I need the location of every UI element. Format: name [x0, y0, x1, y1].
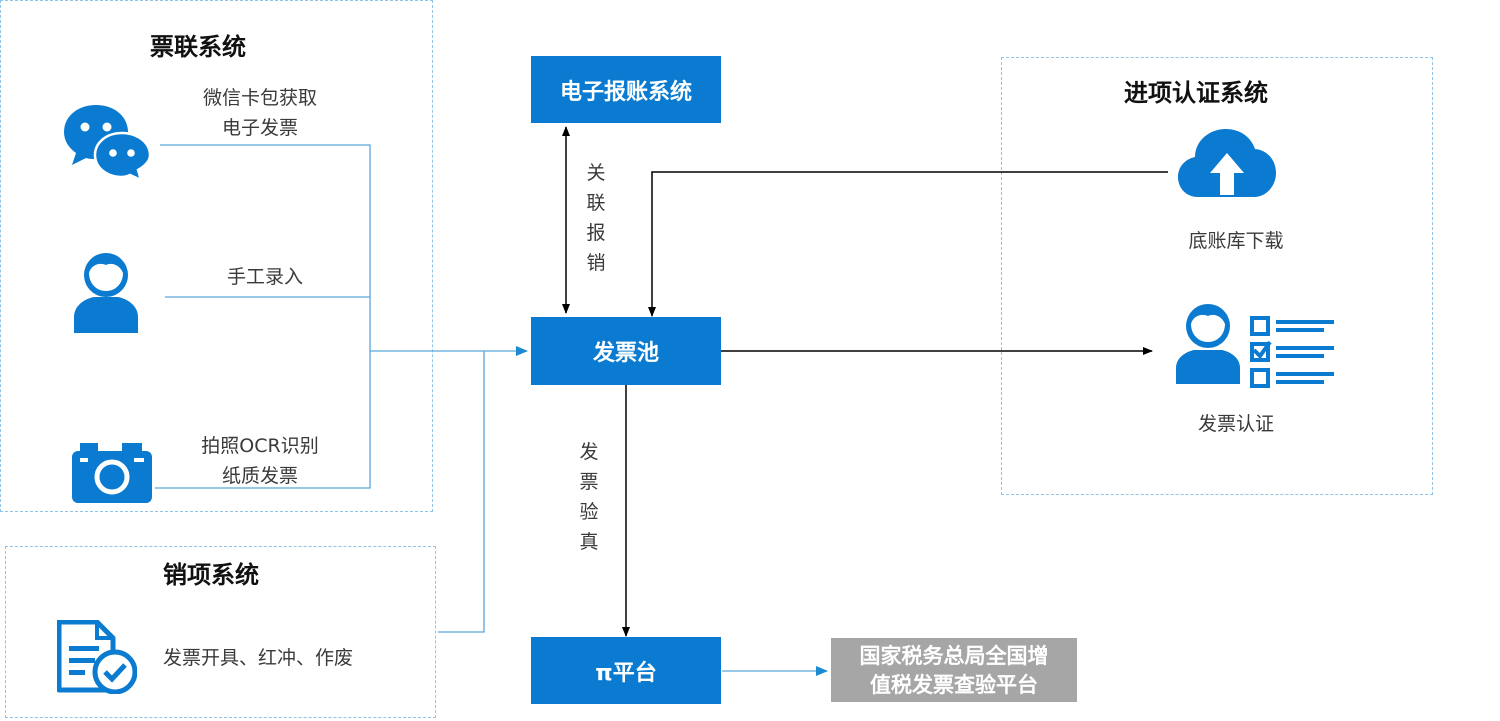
jinxiang-panel: [1001, 57, 1433, 495]
download-label: 底账库下载: [1188, 230, 1284, 252]
wechat-icon: [64, 105, 152, 181]
manual-label: 手工录入: [226, 266, 303, 288]
ocr-label: 拍照OCR识别 纸质发票: [201, 435, 319, 487]
invoice-pool-box: 发票池: [531, 317, 721, 385]
pi-platform-box: π平台: [531, 637, 721, 704]
link-reimburse-label: 关 联 报 销: [586, 162, 606, 274]
xiaoxiang-title: 销项系统: [163, 561, 259, 589]
cloud-upload-icon: [1178, 129, 1276, 197]
xiaoxiang-panel: [5, 546, 436, 718]
user-icon: [74, 253, 138, 333]
invoice-issue-label: 发票开具、红冲、作废: [162, 647, 353, 669]
invoice-verify-label: 发 票 验 真: [579, 441, 599, 553]
expense-system-box: 电子报账系统: [531, 56, 721, 123]
piaolian-title: 票联系统: [150, 33, 246, 61]
auth-label: 发票认证: [1197, 413, 1274, 435]
gov-verify-platform: 国家税务总局全国增 值税发票查验平台: [831, 638, 1077, 702]
user-checklist-icon: [1176, 304, 1334, 388]
document-check-icon: [57, 620, 137, 694]
wechat-label: 微信卡包获取 电子发票: [202, 87, 317, 139]
camera-icon: [72, 443, 152, 503]
piaolian-panel: [0, 0, 433, 512]
jinxiang-title: 进项认证系统: [1124, 79, 1268, 107]
